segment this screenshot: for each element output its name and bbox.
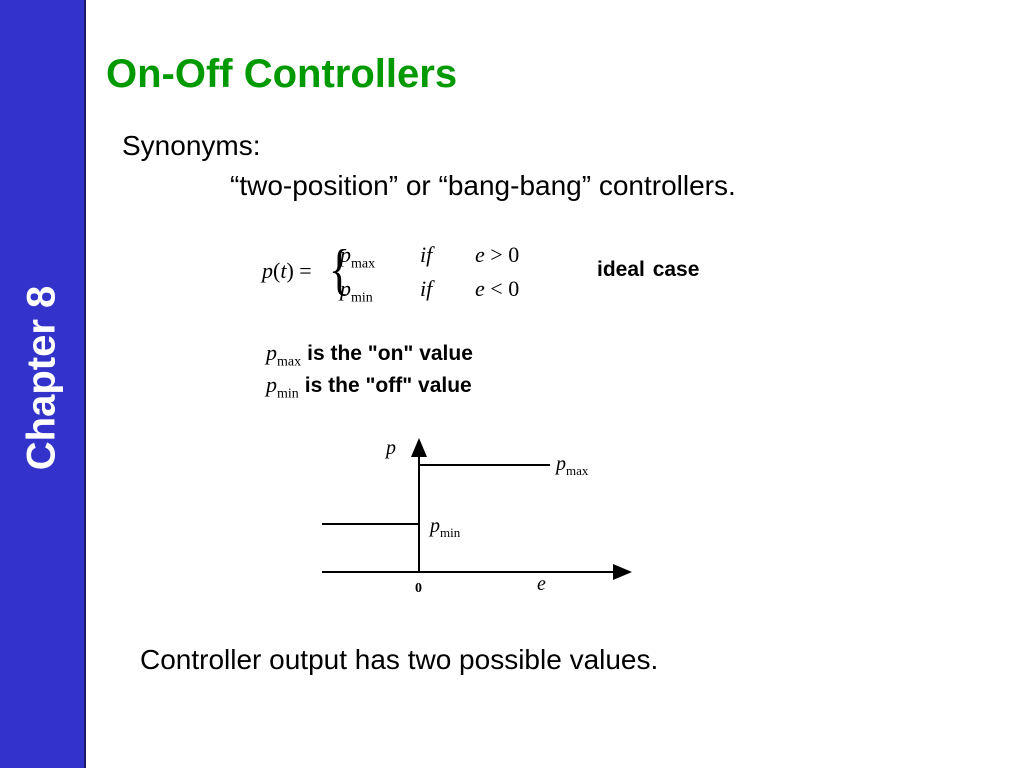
synonyms-label: Synonyms: — [122, 130, 261, 161]
chapter-label: Chapter 8 — [19, 285, 64, 471]
control-law-equation: p(t) = { pmax if e > 0 pmin if e < 0 — [262, 238, 562, 308]
y-axis-arrowhead — [411, 438, 427, 457]
footer-note: Controller output has two possible value… — [140, 644, 659, 675]
slide-title: On-Off Controllers — [106, 52, 458, 96]
equation-brace: { — [328, 239, 351, 301]
ideal-case-label: ideal case — [597, 258, 700, 281]
pmin-label: pmin — [428, 515, 461, 540]
on-off-characteristic-plot: p e 0 pmax pmin — [310, 430, 650, 610]
y-axis-label: p — [384, 437, 396, 459]
synonyms-value: “two-position” or “bang-bang” controller… — [230, 170, 736, 201]
equation-case-min: pmin if e < 0 — [340, 276, 520, 306]
pmax-label: pmax — [554, 453, 589, 478]
equation-lhs: p(t) = — [262, 258, 312, 283]
x-axis-arrowhead — [613, 564, 632, 580]
chapter-sidebar: Chapter 8 — [0, 0, 86, 768]
origin-label: 0 — [415, 581, 422, 596]
equation-case-max: pmax if e > 0 — [340, 242, 520, 272]
x-axis-label: e — [537, 573, 546, 595]
